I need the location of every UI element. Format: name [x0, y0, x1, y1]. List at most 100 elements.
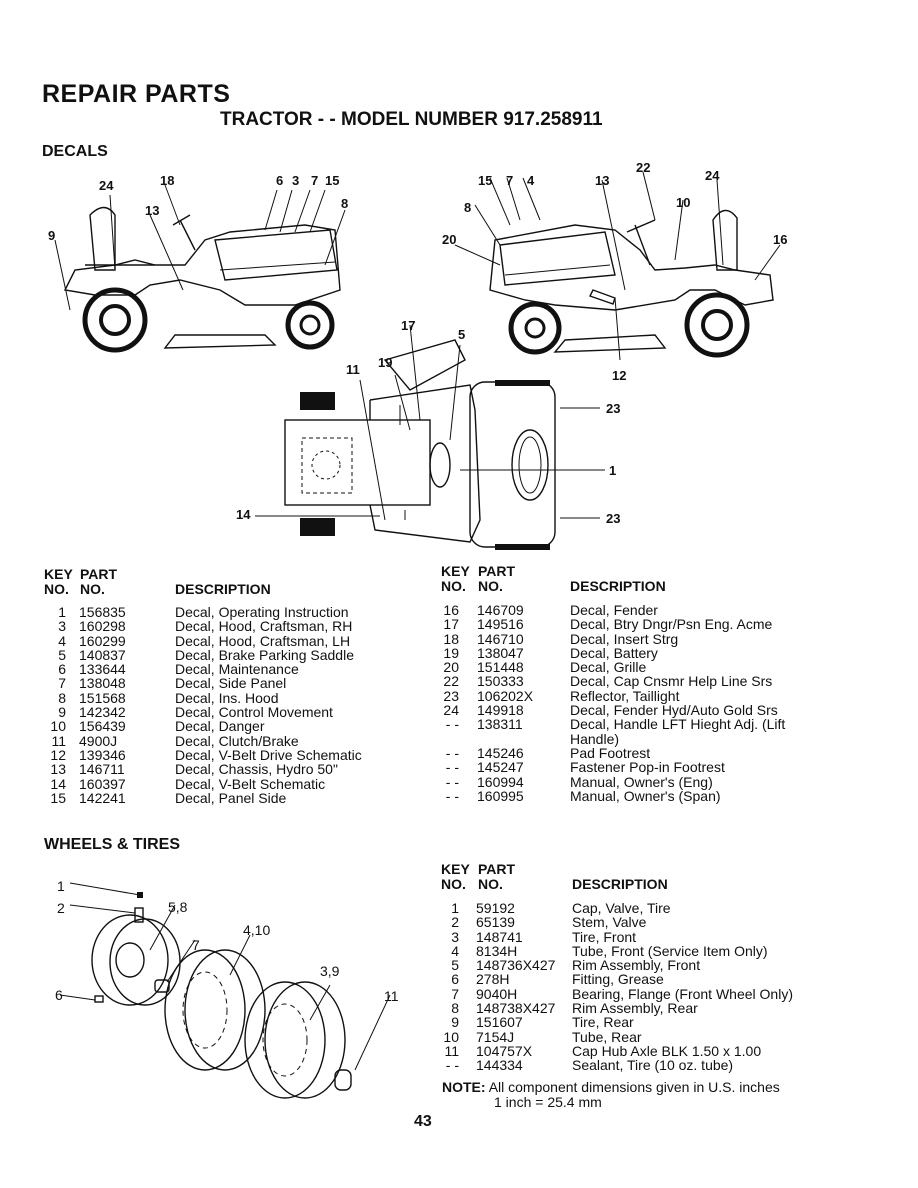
- desc-cell: Sealant, Tire (10 oz. tube): [572, 1057, 734, 1074]
- key-cell: 22: [443, 673, 459, 690]
- part-cell: 138047: [477, 644, 524, 661]
- part-cell: 160299: [79, 632, 126, 649]
- wheel-callout-5-8: 5,8: [168, 899, 188, 915]
- key-cell: 12: [50, 746, 66, 763]
- desc-cell: Reflector, Taillight: [570, 687, 680, 704]
- desc-cell: Decal, Hood, Craftsman, LH: [175, 632, 351, 649]
- wheel-assembly-illustration: [59, 882, 391, 1099]
- callout-13-right: 13: [595, 173, 610, 188]
- note-line1: All component dimensions given in U.S. i…: [488, 1079, 780, 1095]
- desc-cell: Decal, Insert Strg: [570, 630, 679, 647]
- callout-24: 24: [99, 178, 114, 193]
- tractor-top-view-illustration: [255, 324, 605, 550]
- part-cell: 106202X: [477, 687, 534, 704]
- part-cell: 278H: [476, 971, 510, 988]
- key-cell: 4: [58, 632, 66, 649]
- decals-left-part-header: PART NO.: [80, 566, 118, 597]
- desc-cell: Decal, Chassis, Hydro 50": [175, 761, 338, 778]
- part-cell: 138311: [477, 716, 523, 733]
- key-cell: 14: [50, 775, 66, 792]
- key-cell: 6: [58, 661, 66, 678]
- desc-cell: Decal, V-Belt Drive Schematic: [175, 746, 362, 763]
- wheel-callout-1: 1: [57, 878, 65, 894]
- tractor-left-side-illustration: [54, 184, 346, 353]
- tractor-right-side-illustration: [454, 171, 781, 361]
- part-cell: 148736X427: [476, 957, 556, 974]
- part-cell: 8134H: [476, 942, 518, 959]
- part-cell: 151448: [477, 659, 524, 676]
- desc-cell: Rim Assembly, Front: [572, 957, 701, 974]
- part-cell: 144334: [476, 1057, 523, 1074]
- part-cell: 133644: [79, 661, 126, 678]
- callout-18: 18: [160, 173, 175, 188]
- callout-19: 19: [378, 355, 393, 370]
- callout-22: 22: [636, 160, 651, 175]
- wheel-callout-6: 6: [55, 987, 63, 1003]
- part-cell: 146710: [477, 630, 524, 647]
- callout-15-right: 15: [478, 173, 493, 188]
- key-cell: - -: [445, 773, 459, 790]
- callout-7-right: 7: [506, 173, 514, 188]
- desc-cell: Decal, Battery: [570, 644, 658, 661]
- wheel-callout-2: 2: [57, 900, 65, 916]
- key-cell: - -: [445, 759, 459, 776]
- key-cell: 9: [451, 1014, 459, 1031]
- table-row: 12 139346 Decal, V-Belt Drive Schematic: [44, 746, 414, 763]
- decals-right-part-header: PART NO.: [478, 563, 516, 594]
- wheel-callout-4-10: 4,10: [243, 922, 271, 938]
- key-cell: 6: [451, 971, 459, 988]
- decals-right-desc-header: DESCRIPTION: [570, 578, 666, 594]
- decals-left-desc-header: DESCRIPTION: [175, 581, 271, 597]
- key-cell: - -: [445, 787, 459, 804]
- desc-cell: Manual, Owner's (Span): [570, 787, 721, 804]
- part-cell: 146711: [79, 761, 125, 778]
- key-cell: - -: [445, 716, 459, 733]
- desc-cell: Decal, Fender Hyd/Auto Gold Srs: [570, 702, 778, 719]
- desc-cell: Decal, Danger: [175, 718, 265, 735]
- key-cell: 7: [451, 985, 459, 1002]
- callout-4-right: 4: [527, 173, 535, 188]
- key-cell: 8: [58, 689, 66, 706]
- part-cell: 148741: [476, 928, 523, 945]
- part-cell: 151568: [79, 689, 126, 706]
- part-cell: 151607: [476, 1014, 523, 1031]
- callout-24-right: 24: [705, 168, 720, 183]
- decals-left-key-header: KEY NO.: [44, 566, 73, 597]
- part-cell: 59192: [476, 900, 515, 916]
- desc-cell: Cap Hub Axle BLK 1.50 x 1.00: [572, 1042, 762, 1059]
- key-cell: 8: [451, 1000, 459, 1017]
- wheels-part-header: PART NO.: [478, 861, 516, 892]
- desc-cell: Bearing, Flange (Front Wheel Only): [572, 985, 793, 1002]
- part-cell: 7154J: [476, 1028, 515, 1045]
- key-cell: 9: [58, 704, 66, 721]
- key-cell: 3: [451, 928, 459, 945]
- page-subtitle: TRACTOR - - MODEL NUMBER 917.258911: [220, 109, 603, 130]
- key-cell: 19: [443, 644, 459, 661]
- part-cell: 156835: [79, 604, 126, 620]
- part-cell: 139346: [79, 746, 126, 763]
- callout-23-top: 23: [606, 401, 621, 416]
